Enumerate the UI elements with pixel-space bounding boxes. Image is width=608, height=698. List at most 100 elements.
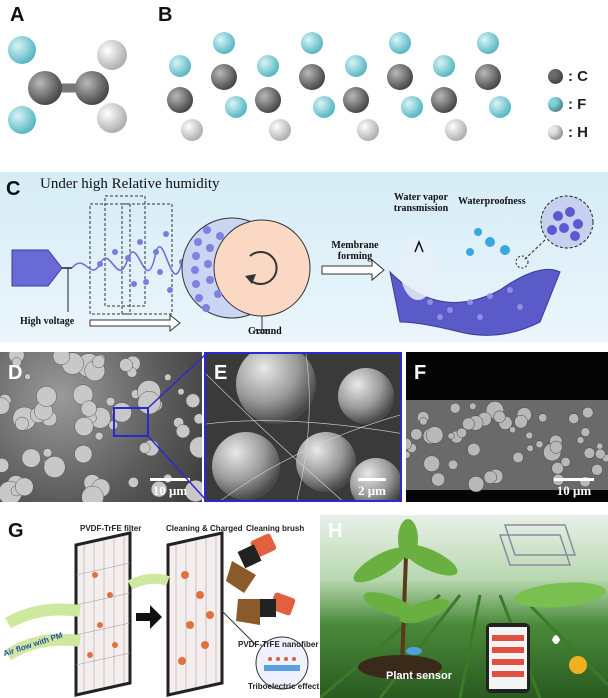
sem-particle (92, 355, 106, 369)
sem-particle (410, 428, 423, 441)
sem-particle (512, 451, 524, 464)
fluorine-atom (401, 96, 423, 118)
sem-image-d (0, 352, 202, 502)
sem-particle (105, 396, 116, 407)
sem-particle (509, 426, 516, 434)
water-vapor-label: Water vapor transmission (393, 192, 449, 214)
fluorine-atom (169, 55, 191, 77)
sem-particle (583, 447, 596, 459)
sem-image-f (406, 352, 608, 502)
hydrogen-atom (445, 119, 467, 141)
panel-c-title: Under high Relative humidity (40, 176, 220, 192)
sem-particle (526, 444, 534, 452)
fluorine-atom (301, 32, 323, 54)
legend-fluorine-label: : F (568, 96, 587, 113)
carbon-atom (211, 64, 237, 90)
sem-particle (462, 417, 475, 431)
fluorine-atom (477, 32, 499, 54)
scale-bar-e-label: 2 μm (358, 483, 386, 498)
electrospinning-diagram (11, 195, 594, 336)
carbon-atom (167, 87, 193, 113)
sem-particle (164, 373, 172, 381)
sem-d-particles (0, 352, 202, 502)
sem-particle (596, 442, 604, 450)
sem-particle (406, 450, 411, 459)
sem-particle (538, 413, 548, 423)
sem-particle (456, 427, 467, 439)
sem-particle (580, 427, 591, 437)
waterproofness-label: Waterproofness (458, 196, 526, 207)
sem-particle (431, 472, 446, 487)
sem-particle (175, 424, 191, 439)
carbon-atom (387, 64, 413, 90)
plant-sensor-scene (320, 515, 608, 698)
plant-sensor-illustration (320, 519, 608, 698)
panel-f-label: F (414, 362, 427, 384)
fluorine-atom (213, 32, 235, 54)
sem-particle (582, 406, 594, 419)
sem-particle (193, 413, 202, 425)
panel-a-label: A (10, 4, 25, 26)
legend-fluorine: : F (548, 96, 586, 113)
fluorine-atom (257, 55, 279, 77)
sem-particle (576, 436, 585, 444)
scale-bar-d-label: 10 μm (152, 483, 188, 498)
sem-particle (0, 458, 10, 473)
sem-particle (549, 440, 563, 454)
zoom-connector-lines (147, 353, 207, 501)
sem-particle (42, 448, 53, 458)
legend-carbon-label: : C (568, 68, 588, 85)
legend-carbon: : C (548, 68, 588, 85)
sem-particle (595, 448, 606, 460)
carbon-atom (299, 64, 325, 90)
panel-c-label: C (6, 178, 21, 200)
sem-particle (449, 402, 461, 414)
legend-hydrogen: : H (548, 124, 588, 141)
scale-bar-f-label: 10 μm (556, 483, 592, 498)
plant-sensor-label: Plant sensor (386, 670, 453, 682)
scale-bar-e: 2 μm (350, 478, 394, 499)
filter-cleaning-diagram (4, 531, 309, 697)
legend-hydrogen-label: : H (568, 124, 588, 141)
high-voltage-label: High voltage (20, 316, 75, 327)
sem-particle (525, 431, 534, 440)
sem-particle (24, 373, 31, 380)
sem-particle (467, 442, 481, 457)
cleaning-brush-label: Cleaning brush (246, 524, 305, 533)
cleaning-title: Cleaning & Charged (166, 524, 243, 533)
sem-particle (43, 456, 66, 478)
sem-particle (568, 413, 580, 424)
sem-particle (15, 477, 34, 497)
sem-particle (128, 477, 139, 488)
hydrogen-atom (269, 119, 291, 141)
panel-b-label: B (158, 4, 173, 26)
sem-particle (177, 388, 185, 396)
legend-hydrogen-dot (548, 125, 563, 140)
sem-particle (184, 480, 202, 502)
membrane-forming-label: Membrane forming (331, 240, 379, 262)
sem-particle (74, 417, 94, 437)
sem-particle (80, 400, 97, 417)
sem-particle (150, 481, 168, 498)
sem-particle (81, 485, 104, 502)
sem-particle (74, 445, 93, 464)
carbon-atom (431, 87, 457, 113)
sem-particle (423, 455, 441, 473)
sem-particle (0, 397, 10, 415)
carbon-atom (475, 64, 501, 90)
sem-particle (419, 417, 428, 426)
panel-e-label: E (214, 362, 228, 384)
sem-particle (535, 440, 544, 449)
carbon-atom (255, 87, 281, 113)
fluorine-atom (489, 96, 511, 118)
sem-particle (514, 414, 528, 429)
sem-particle (425, 426, 444, 444)
filter-title: PVDF-TrFE filter (80, 524, 142, 533)
ground-label: Ground (248, 326, 282, 337)
sem-particle (52, 352, 71, 366)
polymer-chain-illustration (167, 32, 511, 141)
sem-particle (560, 457, 571, 467)
sem-particle (483, 470, 497, 484)
sem-particle (493, 410, 506, 423)
sem-particle (591, 464, 603, 476)
